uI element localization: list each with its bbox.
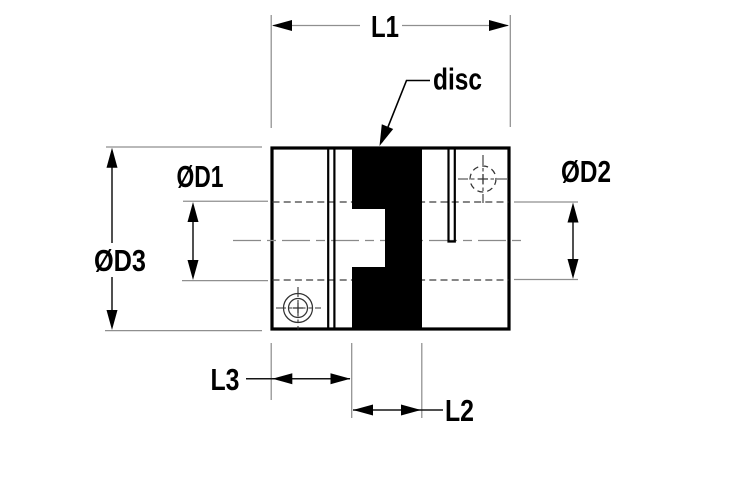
disc-leader-line	[381, 79, 430, 143]
dimension-l2: L2	[353, 343, 474, 428]
disc-element	[352, 149, 422, 329]
l1-arrowhead-left	[272, 20, 292, 31]
disc-label: disc	[433, 62, 482, 97]
d2-label: ØD2	[561, 154, 611, 189]
l1-label: L1	[371, 9, 399, 44]
l3-arrowhead-left	[272, 373, 293, 385]
l3-label: L3	[211, 362, 240, 397]
hidden-hole-dashed-circle	[469, 165, 497, 193]
dimension-d1: ØD1	[177, 159, 268, 282]
d3-label: ØD3	[94, 243, 146, 278]
l2-label: L2	[445, 393, 474, 428]
right-clamp-slit	[447, 149, 456, 243]
d2-arrowhead-up	[567, 202, 579, 223]
dimension-d2: ØD2	[514, 154, 611, 281]
disc-leader-arrowhead	[379, 124, 394, 146]
coupling-body	[233, 146, 527, 331]
l1-arrowhead-right	[489, 20, 509, 31]
d1-arrowhead-down	[187, 260, 199, 280]
left-clamp-slit	[327, 149, 336, 329]
l3-arrowhead-right	[330, 373, 351, 385]
dimension-l3: L3	[211, 343, 353, 418]
hidden-hole-center-mark	[478, 174, 488, 184]
dimension-d3: ØD3	[94, 146, 262, 332]
d1-label: ØD1	[177, 159, 224, 194]
l2-arrowhead-left	[353, 404, 373, 416]
callout-disc: disc	[379, 62, 482, 146]
d3-arrowhead-down	[106, 310, 118, 330]
dimension-l1: L1	[270, 9, 511, 128]
screw-hole-inner-circle	[287, 297, 309, 319]
d2-arrowhead-down	[567, 259, 579, 279]
d1-arrowhead-up	[187, 202, 199, 222]
clamp-screw-hole	[276, 287, 321, 330]
screw-hole-center-mark	[293, 303, 303, 313]
d3-arrowhead-up	[106, 147, 118, 168]
l2-arrowhead-right	[401, 404, 421, 416]
hidden-set-screw-hole	[458, 155, 508, 203]
